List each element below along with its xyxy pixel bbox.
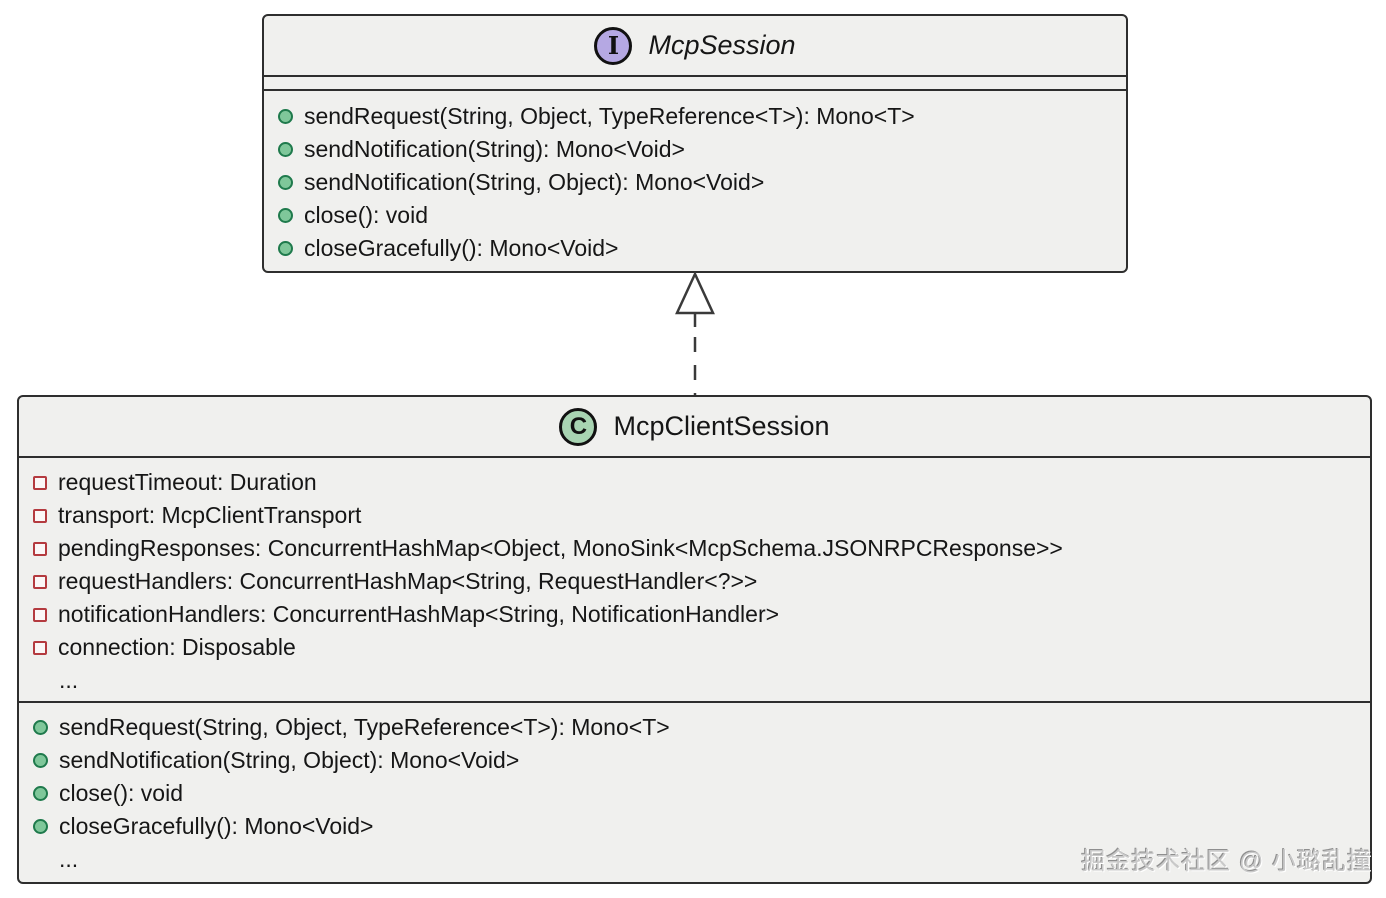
private-field-icon: [33, 508, 47, 523]
interface-header: I McpSession: [264, 16, 1126, 77]
realization-arrow: [675, 271, 715, 395]
field-row: notificationHandlers: ConcurrentHashMap<…: [19, 598, 1370, 631]
method-row: close(): void: [19, 777, 1370, 810]
class-title: McpClientSession: [613, 411, 830, 441]
interface-box-mcpsession: I McpSession sendRequest(String, Object,…: [262, 14, 1128, 273]
method-signature: closeGracefully(): Mono<Void>: [304, 235, 619, 261]
public-method-icon: [278, 142, 293, 157]
public-method-icon: [33, 753, 48, 768]
private-field-icon: [33, 574, 47, 589]
class-box-mcpclientsession: C McpClientSession requestTimeout: Durat…: [17, 395, 1372, 884]
private-field-icon: [33, 475, 47, 490]
public-method-icon: [33, 720, 48, 735]
method-signature: closeGracefully(): Mono<Void>: [59, 813, 374, 839]
interface-methods-compartment: sendRequest(String, Object, TypeReferenc…: [264, 91, 1126, 265]
field-signature: requestTimeout: Duration: [58, 469, 317, 495]
field-row: connection: Disposable: [19, 631, 1370, 664]
field-signature: notificationHandlers: ConcurrentHashMap<…: [58, 601, 780, 627]
public-method-icon: [278, 109, 293, 124]
field-row: pendingResponses: ConcurrentHashMap<Obje…: [19, 532, 1370, 565]
public-method-icon: [278, 175, 293, 190]
method-row: sendNotification(String, Object): Mono<V…: [264, 166, 1126, 199]
methods-ellipsis: ...: [59, 846, 79, 872]
field-row: requestHandlers: ConcurrentHashMap<Strin…: [19, 565, 1370, 598]
method-signature: sendRequest(String, Object, TypeReferenc…: [304, 103, 915, 129]
interface-title: McpSession: [648, 30, 796, 60]
watermark: 掘金技术社区 @ 小璐乱撞: [1081, 848, 1372, 875]
method-row: sendNotification(String): Mono<Void>: [264, 133, 1126, 166]
private-field-icon: [33, 640, 47, 655]
public-method-icon: [278, 208, 293, 223]
field-signature: connection: Disposable: [58, 634, 296, 660]
class-header: C McpClientSession: [19, 397, 1370, 458]
method-signature: sendNotification(String, Object): Mono<V…: [304, 169, 765, 195]
field-signature: transport: McpClientTransport: [58, 502, 362, 528]
method-row: closeGracefully(): Mono<Void>: [264, 232, 1126, 265]
interface-icon: I: [594, 26, 633, 65]
class-fields-compartment: requestTimeout: Duration transport: McpC…: [19, 458, 1370, 703]
method-row: close(): void: [264, 199, 1126, 232]
method-row: sendRequest(String, Object, TypeReferenc…: [264, 100, 1126, 133]
private-field-icon: [33, 607, 47, 622]
method-signature: sendRequest(String, Object, TypeReferenc…: [59, 714, 670, 740]
public-method-icon: [33, 786, 48, 801]
interface-fields-compartment-empty: [264, 77, 1126, 91]
private-field-icon: [33, 541, 47, 556]
fields-ellipsis: ...: [59, 667, 79, 693]
class-methods-compartment: sendRequest(String, Object, TypeReferenc…: [19, 703, 1370, 876]
field-signature: pendingResponses: ConcurrentHashMap<Obje…: [58, 535, 1063, 561]
method-row: sendRequest(String, Object, TypeReferenc…: [19, 711, 1370, 744]
method-row: closeGracefully(): Mono<Void>: [19, 810, 1370, 843]
method-signature: sendNotification(String, Object): Mono<V…: [59, 747, 520, 773]
field-signature: requestHandlers: ConcurrentHashMap<Strin…: [58, 568, 758, 594]
field-row: requestTimeout: Duration: [19, 466, 1370, 499]
public-method-icon: [278, 241, 293, 256]
public-method-icon: [33, 819, 48, 834]
class-icon: C: [559, 407, 598, 446]
method-signature: close(): void: [304, 202, 428, 228]
method-signature: sendNotification(String): Mono<Void>: [304, 136, 685, 162]
method-signature: close(): void: [59, 780, 183, 806]
method-row: sendNotification(String, Object): Mono<V…: [19, 744, 1370, 777]
field-row: transport: McpClientTransport: [19, 499, 1370, 532]
